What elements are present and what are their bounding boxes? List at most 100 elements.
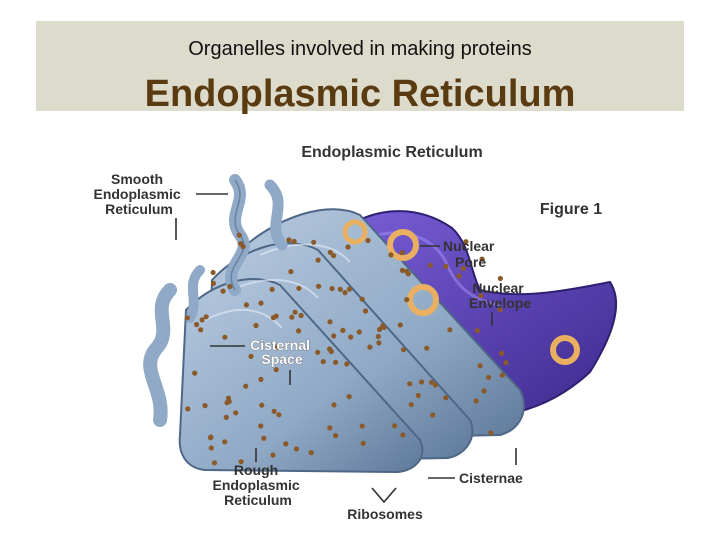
ribosome-dot <box>320 359 326 365</box>
ribosome-dot <box>270 452 276 458</box>
ribosome-dot <box>276 412 282 418</box>
ribosome-dot <box>208 445 214 451</box>
ribosome-dot <box>296 328 302 334</box>
ribosome-dot <box>456 273 462 279</box>
ribosome-dot <box>274 344 280 350</box>
ribosome-dot <box>447 327 453 333</box>
ribosome-dot <box>488 430 494 436</box>
nuclear-pores <box>342 219 580 365</box>
ribosome-dot <box>316 283 322 289</box>
ribosome-dot <box>408 402 414 408</box>
slide-subtitle: Organelles involved in making proteins <box>188 38 532 60</box>
ribosome-dot <box>207 435 214 441</box>
ribosome-dot <box>271 408 277 414</box>
ribosome-dot <box>327 249 333 255</box>
ribosome-dot <box>220 288 226 294</box>
ribosome-dot <box>367 344 373 350</box>
ribosome-dot <box>424 345 430 351</box>
ribosome-dot <box>432 382 438 388</box>
ribosome-dot <box>405 271 411 277</box>
ribosome-dot <box>474 328 480 334</box>
rough-er-illustration <box>178 208 525 474</box>
ribosome-dot <box>225 395 232 401</box>
ribosome-dot <box>269 286 275 292</box>
ribosome-dot <box>407 381 413 387</box>
ribosome-dot <box>360 440 366 446</box>
ribosome-dot <box>236 232 242 238</box>
ribosome-dot <box>477 363 483 369</box>
ribosome-dot <box>222 334 228 340</box>
ribosome-dot <box>344 361 350 367</box>
ribosome-dot <box>283 441 289 447</box>
ribosome-dot <box>259 402 265 408</box>
ribosome-dot <box>399 267 405 273</box>
ribosome-dot <box>211 460 218 466</box>
ribosome-dot <box>497 307 503 313</box>
ribosome-dot <box>346 394 352 400</box>
ribosome-dot <box>399 250 405 256</box>
ribosome-dot <box>210 280 216 286</box>
ribosome-dot <box>376 340 382 346</box>
ribosome-dot <box>388 252 394 258</box>
ribosome-dot <box>308 450 314 456</box>
ribosome-dot <box>327 425 333 431</box>
ribosome-dot <box>340 327 346 333</box>
figure-label: Figure 1 <box>540 201 602 218</box>
ribosome-dot <box>327 319 333 325</box>
ribosome-dot <box>222 439 228 445</box>
ribosome-dot <box>210 269 216 276</box>
ribosome-dot <box>329 285 335 292</box>
ribosome-dot <box>356 329 362 335</box>
ribosome-dot <box>346 286 353 292</box>
ribosome-dot <box>331 253 337 259</box>
ribosome-dot <box>327 346 333 352</box>
ribosome-dot <box>400 432 406 438</box>
label-cisternae: Cisternae <box>459 470 523 486</box>
label-smooth-er: Smooth Endoplasmic Reticulum <box>93 171 184 217</box>
ribosome-dot <box>185 406 191 412</box>
ribosome-dot <box>333 359 339 365</box>
ribosome-dot <box>261 435 267 441</box>
ribosome-dot <box>463 239 469 245</box>
ribosome-dot <box>293 446 300 452</box>
ribosome-dot <box>203 314 209 320</box>
ribosome-dot <box>238 241 244 247</box>
ribosome-dot <box>298 312 304 319</box>
ribosome-dot <box>223 414 229 420</box>
label-nuclear-envelope: Nuclear Envelope <box>469 280 531 311</box>
ribosome-dot <box>258 376 264 382</box>
ribosome-dot <box>333 433 339 439</box>
ribosome-dot <box>415 392 421 399</box>
ribosome-dot <box>194 321 200 328</box>
label-lines <box>175 193 517 504</box>
ribosome-dot <box>348 334 354 340</box>
ribosome-dot <box>375 333 381 340</box>
ribosome-dot <box>380 323 386 329</box>
ribosome-dot <box>291 238 297 244</box>
ribosome-dot <box>199 317 205 323</box>
figure-title: Endoplasmic Reticulum <box>301 144 482 161</box>
ribosome-dot <box>503 360 509 366</box>
ribosome-dot <box>479 256 485 262</box>
ribosome-dot <box>311 239 317 245</box>
ribosome-dot <box>315 349 321 355</box>
ribosome-dots <box>184 232 509 466</box>
slide-title: Endoplasmic Reticulum <box>144 73 576 115</box>
label-nuclear-pore: Nuclear Pore <box>443 238 498 270</box>
ribosome-dot <box>481 388 487 394</box>
ribosome-dot <box>443 395 449 401</box>
ribosome-dot <box>258 300 264 306</box>
ribosome-dot <box>331 402 337 408</box>
ribosome-dot <box>253 322 259 329</box>
ribosome-dot <box>404 297 410 303</box>
ribosome-dot <box>273 313 279 319</box>
ribosome-dot <box>443 263 449 269</box>
ribosome-dot <box>248 353 254 359</box>
ribosome-dot <box>499 372 505 378</box>
ribosome-dot <box>359 423 365 429</box>
ribosome-dot <box>331 333 337 339</box>
ribosome-dot <box>296 285 302 291</box>
ribosome-dot <box>273 367 279 373</box>
ribosome-dot <box>289 314 295 320</box>
ribosome-dot <box>419 379 425 385</box>
